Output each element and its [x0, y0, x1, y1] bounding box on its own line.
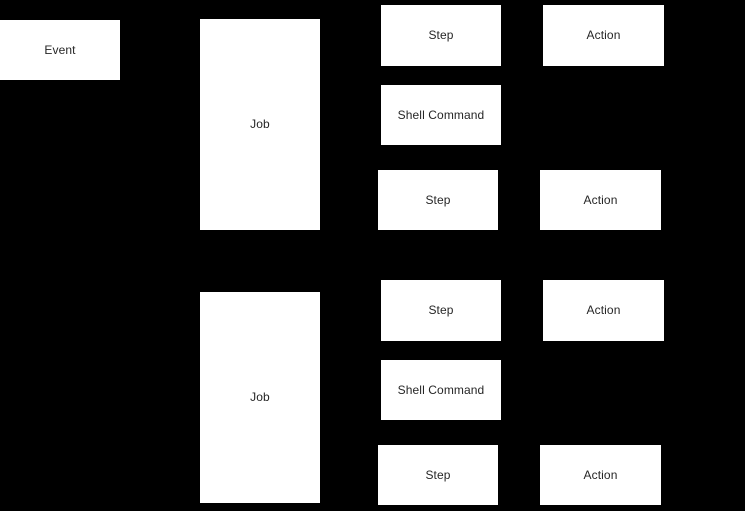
node-job-1-step-2-label: Step — [425, 192, 451, 207]
node-job-2-action-1-label: Action — [586, 303, 621, 318]
node-job-1-shell-command-label: Shell Command — [397, 107, 485, 122]
node-job-1[interactable]: Job — [200, 19, 320, 230]
node-job-2-shell-command-label: Shell Command — [397, 382, 485, 397]
node-job-2-action-2-label: Action — [583, 467, 618, 482]
node-job-2-action-2[interactable]: Action — [540, 445, 661, 505]
node-job-1-label: Job — [250, 117, 270, 132]
node-job-2-step-1-label: Step — [428, 303, 454, 318]
node-job-1-shell-command[interactable]: Shell Command — [381, 85, 501, 145]
node-job-1-action-1-label: Action — [586, 28, 621, 43]
node-job-2-label: Job — [250, 390, 270, 405]
node-job-1-step-1-label: Step — [428, 28, 454, 43]
node-job-1-action-2-label: Action — [583, 192, 618, 207]
node-job-2-step-1[interactable]: Step — [381, 280, 501, 341]
connector-event-to-job-1 — [120, 48, 202, 49]
node-event[interactable]: Event — [0, 20, 120, 80]
node-job-2-action-1[interactable]: Action — [543, 280, 664, 341]
node-job-1-action-1[interactable]: Action — [543, 5, 664, 66]
node-job-1-step-2[interactable]: Step — [378, 170, 498, 230]
node-job-1-action-2[interactable]: Action — [540, 170, 661, 230]
node-job-2-step-2[interactable]: Step — [378, 445, 498, 505]
node-job-1-step-1[interactable]: Step — [381, 5, 501, 66]
node-event-label: Event — [44, 42, 76, 57]
node-job-2-shell-command[interactable]: Shell Command — [381, 360, 501, 420]
node-job-2[interactable]: Job — [200, 292, 320, 503]
node-job-2-step-2-label: Step — [425, 467, 451, 482]
